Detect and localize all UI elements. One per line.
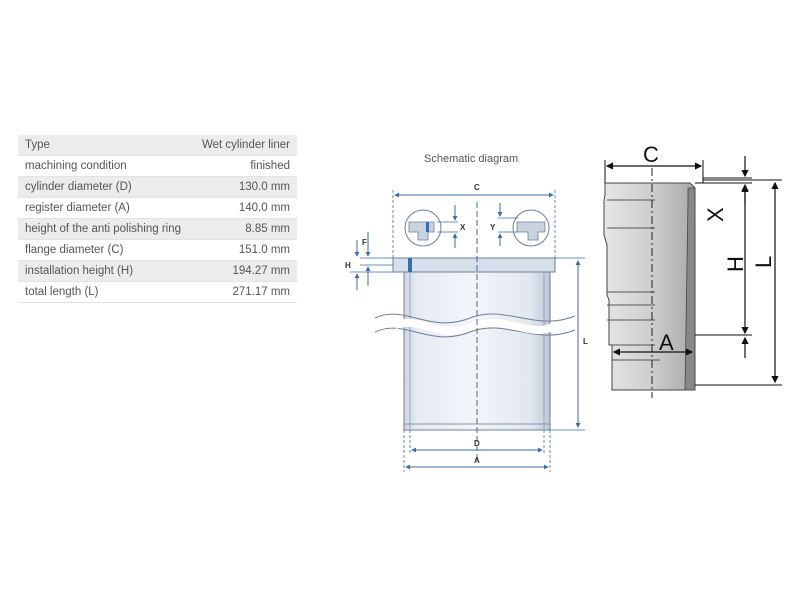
schematic-label-x: X: [460, 223, 466, 232]
spec-value: Wet cylinder liner: [192, 135, 297, 156]
spec-value: 130.0 mm: [192, 176, 297, 198]
schematic-label-d: D: [474, 439, 480, 448]
spec-row: flange diameter (C)151.0 mm: [18, 239, 297, 261]
schematic-diagram: C X Y F H L D: [345, 183, 588, 472]
spec-label: cylinder diameter (D): [18, 176, 193, 198]
schematic-label-c: C: [474, 183, 480, 192]
spec-row: register diameter (A)140.0 mm: [18, 197, 297, 219]
schematic-label-h: H: [345, 261, 351, 270]
spec-label: flange diameter (C): [18, 239, 193, 261]
spec-value: 194.27 mm: [192, 260, 297, 282]
spec-label: machining condition: [18, 155, 193, 177]
schematic-label-a: A: [474, 456, 480, 465]
drawing-label-x: X: [703, 207, 728, 222]
schematic-label-f: F: [362, 238, 367, 247]
liner-section-drawing: C X H L A: [603, 142, 782, 398]
drawing-label-a: A: [659, 330, 674, 355]
spec-label: Type: [18, 135, 193, 156]
spec-row: installation height (H)194.27 mm: [18, 260, 297, 282]
spec-value: 140.0 mm: [192, 197, 297, 219]
schematic-title: Schematic diagram: [424, 153, 519, 165]
spec-value: 271.17 mm: [192, 281, 297, 303]
drawing-label-c: C: [643, 142, 659, 167]
spec-value: finished: [192, 155, 297, 177]
schematic-label-y: Y: [490, 223, 496, 232]
spec-label: register diameter (A): [18, 197, 193, 219]
spec-label: total length (L): [18, 281, 193, 303]
spec-value: 8.85 mm: [192, 218, 297, 240]
spec-label: height of the anti polishing ring: [18, 218, 193, 240]
spec-label: installation height (H): [18, 260, 193, 282]
schematic-label-l: L: [583, 337, 588, 346]
spec-row: cylinder diameter (D)130.0 mm: [18, 176, 297, 198]
drawing-label-h: H: [723, 256, 748, 272]
spec-value: 151.0 mm: [192, 239, 297, 261]
drawing-label-l: L: [751, 256, 776, 268]
spec-row: total length (L)271.17 mm: [18, 281, 297, 303]
